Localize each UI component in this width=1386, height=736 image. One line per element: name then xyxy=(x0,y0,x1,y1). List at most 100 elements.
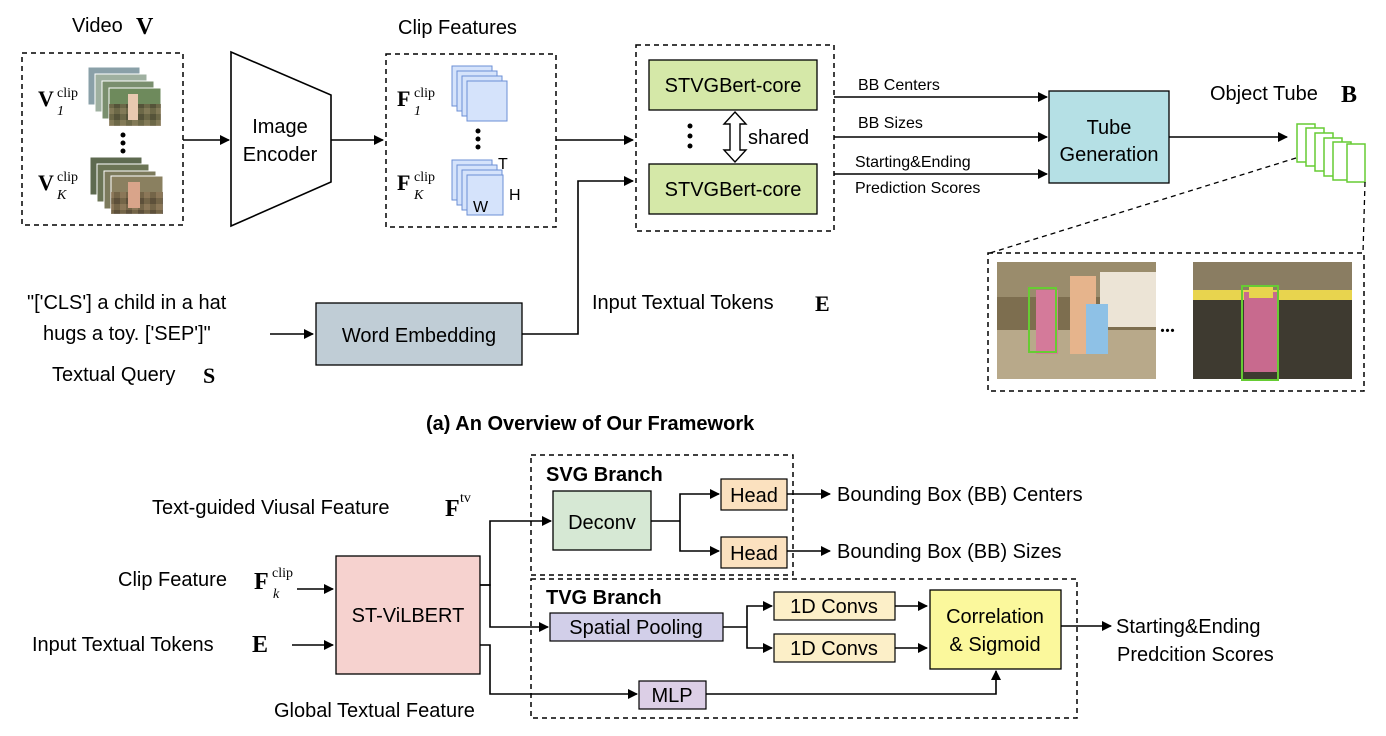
svg-branch-box xyxy=(530,454,794,576)
arrow-deconv-head-2 xyxy=(679,521,720,556)
shared-double-arrow xyxy=(722,110,748,164)
svg-text:Object Tube: Object Tube xyxy=(1210,83,1318,105)
video-group-box xyxy=(21,52,184,226)
word-embedding-label: Word Embedding xyxy=(342,325,496,347)
example-frame-1 xyxy=(997,262,1156,379)
dim-h-label: H xyxy=(509,187,521,204)
tvg-branch-box xyxy=(530,578,1078,719)
global-textual-feature-label: Global Textual Feature xyxy=(274,700,475,722)
image-encoder-label-2: Encoder xyxy=(243,144,318,166)
svg-text:1: 1 xyxy=(57,104,64,119)
text-guided-feature-label: Text-guided Viusal Feature F tv xyxy=(152,491,471,522)
stvgbert-core-top xyxy=(648,59,818,111)
tube-generation-block xyxy=(1048,90,1170,184)
svg-text:Text-guided Viusal Feature: Text-guided Viusal Feature xyxy=(152,497,390,519)
conv-block-1 xyxy=(773,591,896,621)
detail-input-tokens-label: Input Textual Tokens E xyxy=(32,632,268,658)
word-embedding-block xyxy=(315,302,523,366)
st-vilbert-label: ST-ViLBERT xyxy=(352,605,465,627)
tvg-branch-title: TVG Branch xyxy=(546,587,662,609)
svg-text:k: k xyxy=(273,587,280,602)
scores-output-line-1: Starting&Ending xyxy=(1116,616,1261,638)
stvgbert-core-top-label: STVGBert-core xyxy=(665,75,802,97)
conv-label-1: 1D Convs xyxy=(790,596,878,618)
correlation-label-2: & Sigmoid xyxy=(949,634,1040,656)
example-frames-ellipsis: ... xyxy=(1160,315,1175,337)
svg-text:clip: clip xyxy=(414,170,435,185)
stvgbert-core-bottom xyxy=(648,163,818,215)
arrow-vilbert-pooling xyxy=(480,584,549,632)
arrow-vilbert-mlp xyxy=(480,644,638,699)
video-title: Video V xyxy=(72,14,154,40)
scores-output-line-2: Predcition Scores xyxy=(1117,644,1274,666)
svg-text:Video: Video xyxy=(72,15,123,37)
svg-text:clip: clip xyxy=(57,86,78,101)
bb-sizes-label: BB Sizes xyxy=(858,115,923,132)
example-frame-2 xyxy=(1193,262,1352,381)
arrow-deconv-head-1 xyxy=(679,489,720,521)
svg-text:K: K xyxy=(413,188,424,203)
svg-text:E: E xyxy=(815,291,830,316)
head-block-2 xyxy=(720,536,788,569)
query-text-line-2: hugs a toy. ['SEP']" xyxy=(43,323,211,345)
svg-text:F: F xyxy=(397,86,410,111)
deconv-block xyxy=(552,490,652,551)
correlation-sigmoid-block xyxy=(929,589,1062,670)
bb-sizes-output: Bounding Box (BB) Sizes xyxy=(837,541,1062,563)
svg-text:E: E xyxy=(252,632,268,658)
clip-feature-label: Clip Feature F clip k xyxy=(118,566,293,602)
figure-caption: (a) An Overview of Our Framework xyxy=(426,413,755,435)
query-text-line-1: "['CLS'] a child in a hat xyxy=(27,292,227,314)
stvgbert-core-bottom-label: STVGBert-core xyxy=(665,179,802,201)
feature-1-label: F clip 1 xyxy=(397,86,435,119)
svg-text:F: F xyxy=(254,569,269,595)
feature-k-label: F clip K xyxy=(397,170,435,203)
clip-1-frames xyxy=(87,66,162,127)
svg-text:S: S xyxy=(203,363,215,388)
textual-query-label: Textual Query S xyxy=(52,363,215,388)
svg-branch-title: SVG Branch xyxy=(546,464,663,486)
svg-text:Input Textual Tokens: Input Textual Tokens xyxy=(32,634,214,656)
svg-text:V: V xyxy=(136,14,154,40)
image-encoder-block xyxy=(230,50,332,228)
example-frames-box xyxy=(987,252,1365,392)
arrow-pooling-conv-1 xyxy=(746,601,773,627)
svg-text:F: F xyxy=(397,170,410,195)
arrow-embedding-stvgbert xyxy=(522,176,634,335)
stvgbert-group-box xyxy=(635,44,835,232)
svg-text:clip: clip xyxy=(414,86,435,101)
svg-text:B: B xyxy=(1341,82,1357,108)
arrow-mlp-correlation xyxy=(706,670,1001,695)
zoom-line-right xyxy=(1362,181,1366,254)
arrow-pooling-conv-2 xyxy=(746,627,773,653)
object-tube-title: Object Tube B xyxy=(1210,82,1357,108)
head-label-2: Head xyxy=(730,543,778,565)
spatial-pooling-label: Spatial Pooling xyxy=(569,617,702,639)
object-tube-icon xyxy=(1296,123,1366,183)
svg-text:clip: clip xyxy=(57,170,78,185)
deconv-label: Deconv xyxy=(568,512,636,534)
scores-label-1: Starting&Ending xyxy=(855,154,971,171)
clip-features-title: Clip Features xyxy=(398,17,517,39)
bb-centers-label: BB Centers xyxy=(858,77,940,94)
head-label-1: Head xyxy=(730,485,778,507)
feature-k-cube xyxy=(451,159,504,216)
feature-ellipsis-dots xyxy=(475,128,481,150)
svg-text:clip: clip xyxy=(272,566,293,581)
feature-1-cube xyxy=(451,65,508,122)
svg-text:1: 1 xyxy=(414,104,421,119)
clip-k-label: V clip K xyxy=(38,170,78,203)
conv-block-2 xyxy=(773,633,896,663)
shared-label: shared xyxy=(748,127,809,149)
svg-text:K: K xyxy=(56,188,67,203)
clip-1-label: V clip 1 xyxy=(38,86,78,119)
input-tokens-label: Input Textual Tokens E xyxy=(592,291,830,316)
mlp-block xyxy=(638,680,707,710)
dim-t-label: T xyxy=(498,156,508,173)
svg-text:Clip Feature: Clip Feature xyxy=(118,569,227,591)
svg-text:V: V xyxy=(38,170,54,195)
mlp-label: MLP xyxy=(651,685,692,707)
svg-text:Textual Query: Textual Query xyxy=(52,364,175,386)
tube-generation-label-2: Generation xyxy=(1060,144,1159,166)
